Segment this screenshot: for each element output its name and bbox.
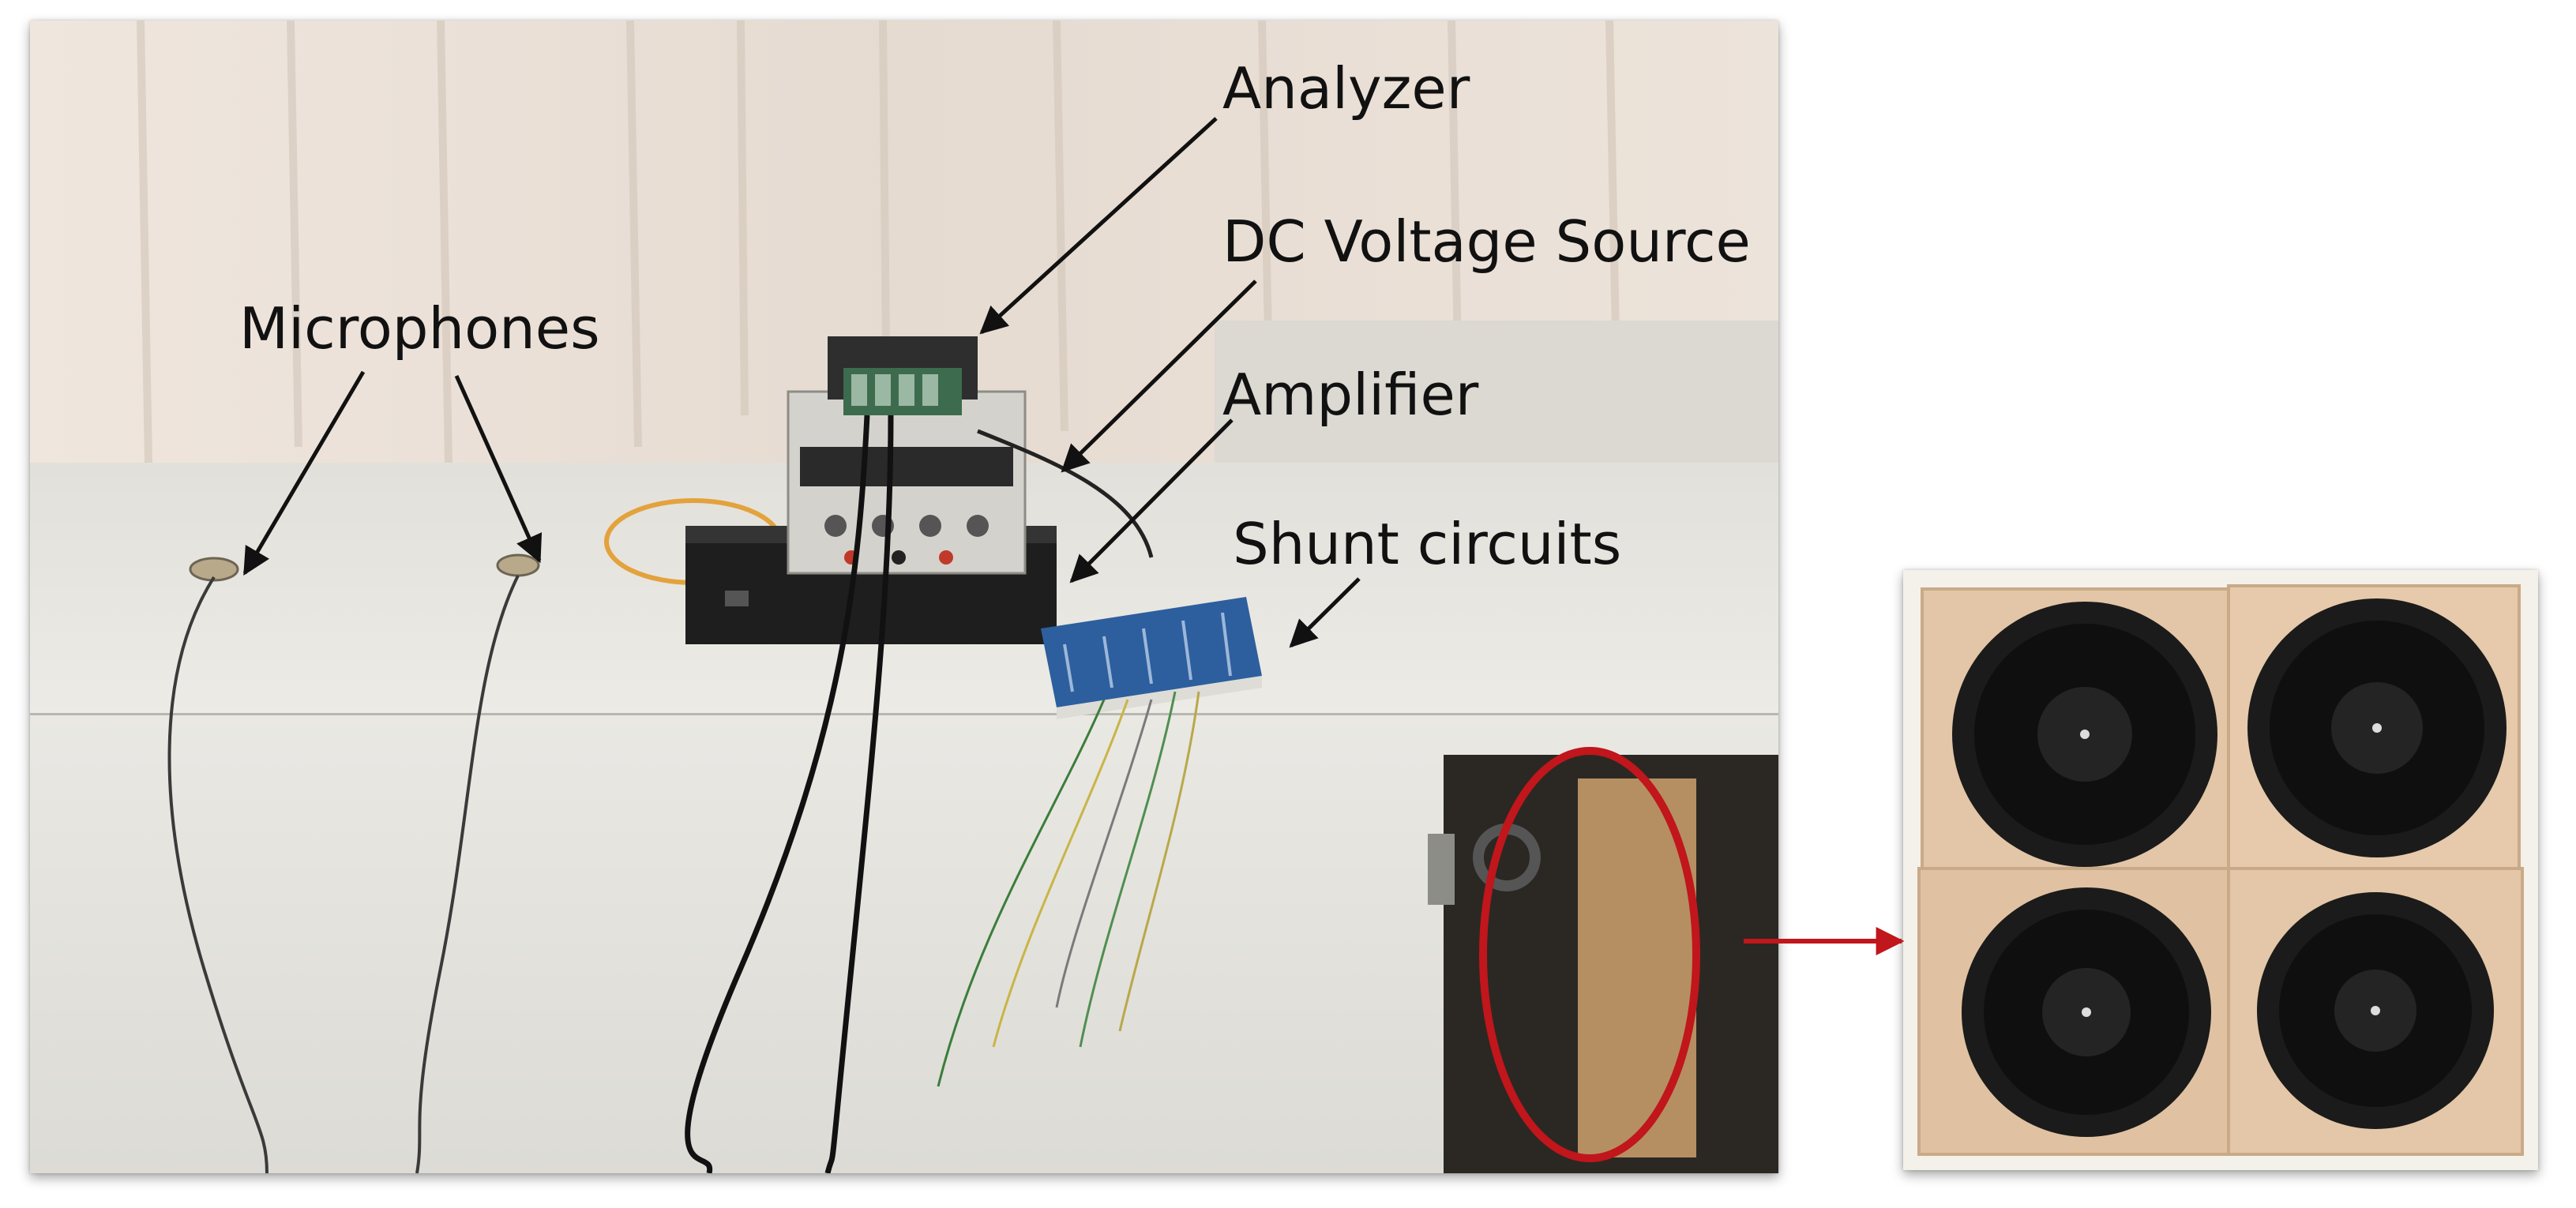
speaker-br (2257, 892, 2494, 1129)
speaker-tr (2247, 598, 2507, 857)
microphone-right (496, 553, 540, 577)
signal-wires (937, 691, 1200, 1087)
shunt-circuits-board (1041, 597, 1262, 719)
highlight-ellipse (1479, 747, 1700, 1162)
speaker-array-illustration (1903, 570, 2538, 1170)
experimental-setup-illustration (30, 21, 1778, 1173)
microphone-cable-left (167, 576, 268, 1173)
dc-voltage-source-device (787, 390, 1027, 575)
table-opening (1428, 755, 1778, 1173)
analyzer-device (828, 336, 978, 415)
speaker-bl (1962, 887, 2211, 1137)
speaker-tl (1952, 602, 2217, 867)
speaker-array-photo (1903, 570, 2538, 1170)
experimental-setup-photo (30, 21, 1778, 1173)
microphone-left (189, 557, 239, 582)
microphone-cable-right (415, 575, 520, 1173)
